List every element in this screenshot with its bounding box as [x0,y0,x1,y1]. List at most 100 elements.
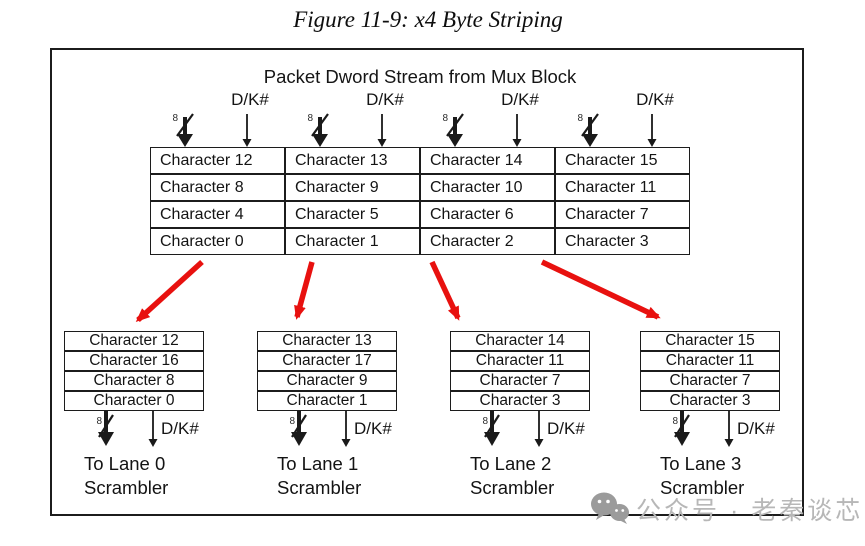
mux-table-cell: Character 15 [555,147,690,174]
lane-table-cell: Character 11 [640,351,780,371]
lane-scrambler-label: To Lane 2 Scrambler [470,452,554,500]
lane-table-cell: Character 3 [640,391,780,411]
lane-table-cell: Character 0 [64,391,204,411]
lane-label-line1: To Lane 2 [470,453,552,474]
lane-table-cell: Character 15 [640,331,780,351]
mux-table-cell: Character 13 [285,147,420,174]
dk-label: D/K# [737,419,775,438]
mux-table-cell: Character 2 [420,228,555,255]
lane-label-line2: Scrambler [84,477,169,498]
bus-width-arrow-icon [484,411,500,446]
lane-label-line2: Scrambler [660,477,745,498]
stream-title: Packet Dword Stream from Mux Block [263,66,577,87]
mux-table-cell: Character 6 [420,201,555,228]
dk-arrow-icon [148,411,158,447]
bus-width-label: 8 [442,113,448,124]
lane-table-cell: Character 3 [450,391,590,411]
bus-width-label: 8 [96,416,102,427]
lane-output-arrows [484,411,544,447]
dk-arrow-icon [242,114,252,147]
dk-label: D/K# [636,90,674,109]
bus-width-label: 8 [307,113,313,124]
input-arrows-col-3: D/K# 8 [555,89,690,147]
dk-label: D/K# [161,419,199,438]
dk-arrow-icon [512,114,522,147]
bus-width-label: 8 [289,416,295,427]
input-arrows-graphic [446,113,522,147]
lane-table-cell: Character 7 [640,371,780,391]
mux-table-cell: Character 9 [285,174,420,201]
bus-width-arrow-icon [674,411,690,446]
dk-arrow-icon [534,411,544,447]
bus-width-label: 8 [672,416,678,427]
bus-width-arrow-icon [291,411,307,446]
lane-table-cell: Character 11 [450,351,590,371]
dk-arrow-icon [724,411,734,447]
bus-width-arrow-icon [311,113,329,147]
mux-table-cell: Character 5 [285,201,420,228]
lane-table-cell: Character 7 [450,371,590,391]
dk-arrow-icon [377,114,387,147]
dk-label: D/K# [366,90,404,109]
lane-label-line1: To Lane 0 [84,453,166,474]
dk-label: D/K# [354,419,392,438]
bus-width-arrow-icon [446,113,464,147]
lane-table-cell: Character 8 [64,371,204,391]
mux-table-cell: Character 3 [555,228,690,255]
dk-arrow-icon [647,114,657,147]
bus-width-label: 8 [482,416,488,427]
bus-width-label: 8 [577,113,583,124]
figure-title: Figure 11-9: x4 Byte Striping [293,7,563,32]
mux-table-cell: Character 0 [150,228,285,255]
lane-scrambler-label: To Lane 1 Scrambler [277,452,361,500]
lane-label-line2: Scrambler [470,477,555,498]
lane-scrambler-label: To Lane 0 Scrambler [84,452,168,500]
mux-table-cell: Character 14 [420,147,555,174]
lane-output-arrows [98,411,158,447]
mux-table-cell: Character 4 [150,201,285,228]
input-arrows-graphic [311,113,387,147]
bus-width-label: 8 [172,113,178,124]
lane-table-cell: Character 14 [450,331,590,351]
dk-arrow-icon [341,411,351,447]
lane-table-cell: Character 1 [257,391,397,411]
lane-output-arrows [674,411,734,447]
input-arrows-col-1: D/K# 8 [285,89,420,147]
lane-label-line1: To Lane 3 [660,453,742,474]
dk-label: D/K# [501,90,539,109]
mux-table-cell: Character 8 [150,174,285,201]
lane-label-line2: Scrambler [277,477,362,498]
lane-table-cell: Character 16 [64,351,204,371]
mux-table-cell: Character 12 [150,147,285,174]
input-arrows-col-2: D/K# 8 [420,89,555,147]
lane-scrambler-label: To Lane 3 Scrambler [660,452,744,500]
input-arrows-col-0: D/K# 8 [150,89,285,147]
watermark-text: 公众号 · 老秦谈芯 [636,497,864,525]
bus-width-arrow-icon [98,411,114,446]
lane-table-cell: Character 17 [257,351,397,371]
lane-table-cell: Character 12 [64,331,204,351]
lane-output-arrows [291,411,351,447]
lane-table-cell: Character 13 [257,331,397,351]
lane-label-line1: To Lane 1 [277,453,359,474]
wechat-icon [591,492,629,524]
input-arrows-graphic [581,113,657,147]
dk-label: D/K# [547,419,585,438]
mux-table-cell: Character 10 [420,174,555,201]
dk-label: D/K# [231,90,269,109]
mux-table-cell: Character 11 [555,174,690,201]
input-arrows-graphic [176,113,252,147]
bus-width-arrow-icon [176,113,194,147]
bus-width-arrow-icon [581,113,599,147]
mux-table-cell: Character 7 [555,201,690,228]
